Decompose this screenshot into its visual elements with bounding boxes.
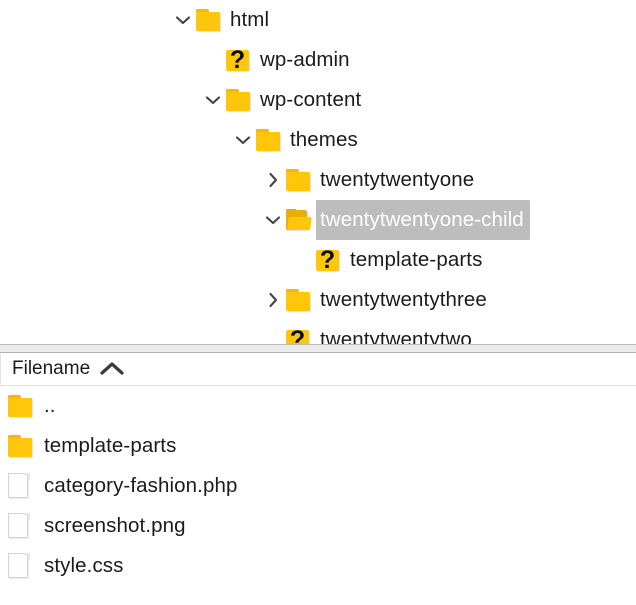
folder-icon: [286, 289, 312, 311]
tree-row[interactable]: twentytwentyone-child: [0, 200, 636, 240]
file-icon: [8, 513, 30, 539]
tree-row-icon: [226, 80, 256, 120]
twisty-spacer: [200, 40, 226, 80]
folder-icon: [226, 89, 252, 111]
tree-row[interactable]: ? twentytwentytwo: [0, 320, 636, 344]
file-icon: [8, 473, 30, 499]
tree-row[interactable]: twentytwentythree: [0, 280, 636, 320]
chevron-down-icon[interactable]: [230, 120, 256, 160]
folder-unknown-icon: ?: [316, 247, 342, 273]
file-list-row[interactable]: category-fashion.php: [0, 466, 636, 506]
file-row-icon: [8, 553, 44, 579]
directory-tree-pane[interactable]: html? wp-admin wp-content themes twentytwent…: [0, 0, 636, 344]
tree-row[interactable]: html: [0, 0, 636, 40]
tree-row-label: wp-content: [260, 88, 362, 111]
chevron-down-icon[interactable]: [170, 0, 196, 40]
file-list-row[interactable]: ..: [0, 386, 636, 426]
tree-row-icon: [196, 0, 226, 40]
file-list-header: Filename: [0, 353, 636, 386]
tree-row-label: html: [230, 8, 270, 31]
file-row-label: screenshot.png: [44, 514, 186, 537]
file-row-label: ..: [44, 394, 56, 417]
file-row-label: category-fashion.php: [44, 474, 238, 497]
file-list-body[interactable]: .. template-parts category-fashion.php scre…: [0, 386, 636, 586]
file-row-icon: [8, 395, 44, 417]
file-icon: [8, 553, 30, 579]
tree-row-label: wp-admin: [260, 48, 350, 71]
folder-icon: [8, 395, 34, 417]
folder-icon: [196, 9, 222, 31]
tree-row-label: themes: [290, 128, 358, 151]
folder-icon: [256, 129, 282, 151]
file-row-label: style.css: [44, 554, 124, 577]
tree-row-label: twentytwentythree: [320, 288, 487, 311]
tree-row[interactable]: themes: [0, 120, 636, 160]
tree-row[interactable]: wp-content: [0, 80, 636, 120]
tree-row-label: twentytwentytwo: [320, 328, 472, 344]
folder-unknown-icon: ?: [226, 47, 252, 73]
file-row-icon: [8, 513, 44, 539]
tree-row-icon: [286, 160, 316, 200]
tree-row-label: twentytwentyone-child: [316, 200, 530, 240]
tree-row-icon: [286, 200, 316, 240]
tree-row-icon: [286, 280, 316, 320]
chevron-down-icon[interactable]: [260, 200, 286, 240]
twisty-spacer: [290, 240, 316, 280]
file-list-pane[interactable]: Filename .. template-parts category-fashio…: [0, 353, 636, 605]
tree-row-icon: [256, 120, 286, 160]
file-list-row[interactable]: style.css: [0, 546, 636, 586]
tree-row[interactable]: twentytwentyone: [0, 160, 636, 200]
tree-row-label: template-parts: [350, 248, 483, 271]
chevron-up-icon[interactable]: [99, 361, 125, 377]
tree-row-icon: ?: [316, 240, 346, 280]
chevron-down-icon[interactable]: [200, 80, 226, 120]
file-list-row[interactable]: template-parts: [0, 426, 636, 466]
file-list-row[interactable]: screenshot.png: [0, 506, 636, 546]
folder-open-icon: [286, 209, 312, 231]
column-header-label: Filename: [12, 358, 91, 379]
folder-unknown-icon: ?: [286, 327, 312, 344]
file-row-icon: [8, 473, 44, 499]
tree-row-icon: ?: [226, 40, 256, 80]
tree-row-label: twentytwentyone: [320, 168, 475, 191]
twisty-spacer: [260, 320, 286, 344]
tree-row[interactable]: ? wp-admin: [0, 40, 636, 80]
column-header-filename[interactable]: Filename: [0, 353, 636, 386]
tree-row-icon: ?: [286, 320, 316, 344]
file-row-label: template-parts: [44, 434, 177, 457]
folder-icon: [286, 169, 312, 191]
chevron-right-icon[interactable]: [260, 160, 286, 200]
pane-splitter[interactable]: [0, 344, 636, 353]
file-row-icon: [8, 435, 44, 457]
chevron-right-icon[interactable]: [260, 280, 286, 320]
folder-icon: [8, 435, 34, 457]
tree-row[interactable]: ? template-parts: [0, 240, 636, 280]
